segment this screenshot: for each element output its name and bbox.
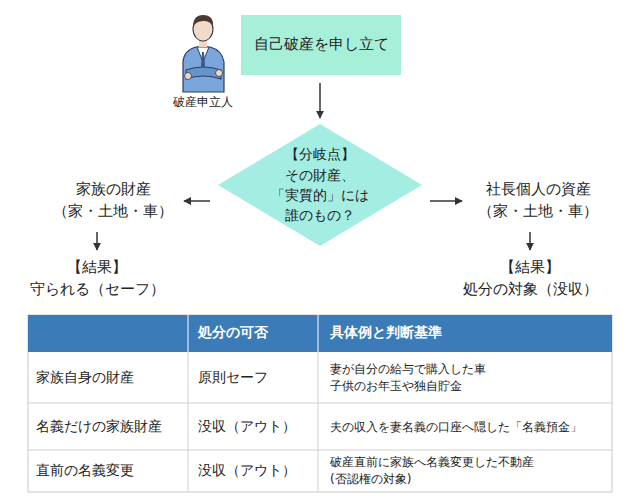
branch-text: 社長個人の資産（家・土地・車）: [468, 178, 608, 224]
node-text: 【結果】: [22, 257, 172, 279]
diamond-outline: [218, 124, 422, 246]
arrow-connector: [319, 83, 321, 118]
table-cell: 妻が自分の給与で購入した車 子供のお年玉や独自貯金: [330, 361, 530, 395]
suit-body: [183, 47, 224, 92]
table-grid: [28, 315, 612, 492]
diamond-shape: [218, 124, 422, 246]
arrow-connector: [529, 232, 531, 250]
column-line: [318, 352, 319, 492]
table-cell: 直前の名義変更: [36, 461, 186, 481]
node-text: 自己破産を申し立て: [242, 34, 400, 56]
row-line: [28, 403, 612, 404]
table-cell: 原則セーフ: [198, 368, 313, 388]
process-box: 自己破産を申し立て: [241, 15, 401, 75]
arrow-connector: [430, 200, 462, 202]
arrow-connector: [184, 200, 210, 202]
node-text: 処分の対象（没収）: [455, 279, 605, 301]
node-text: （家・土地・車）: [48, 201, 178, 223]
header-divider: [318, 315, 319, 352]
row-line: [28, 450, 612, 451]
table-cell: 家族自身の財産: [36, 368, 186, 388]
arrow-connector: [96, 232, 98, 250]
node-text: （家・土地・車）: [468, 201, 608, 223]
decision-diamond: 【分岐点】 その財産、 「実質的」には 誰のもの？: [218, 124, 422, 246]
table-cell: 破産直前に家族へ名義変更した不動産 (否認権の対象): [330, 454, 570, 488]
header-divider: [188, 315, 189, 352]
table-header-band: [28, 315, 612, 352]
table-cell: 夫の収入を妻名義の口座へ隠した「名義預金」: [330, 419, 610, 436]
person-illustration: [183, 15, 224, 92]
branch-text: 家族の財産（家・土地・車）: [48, 178, 178, 224]
node-text: 社長個人の資産: [468, 179, 608, 201]
node-text: 【分岐点】 その財産、 「実質的」には 誰のもの？: [255, 144, 385, 225]
result-text: 【結果】処分の対象（没収）: [455, 256, 605, 302]
table-header-cell: 処分の可否: [198, 323, 313, 343]
column-line: [188, 352, 189, 492]
node-text: 【結果】: [455, 257, 605, 279]
result-text: 【結果】守られる（セーフ）: [22, 256, 172, 302]
table-cell: 没収（アウト）: [198, 461, 313, 481]
table-frame: [28, 315, 612, 492]
node-text: 守られる（セーフ）: [22, 279, 172, 301]
person-caption: 破産申立人: [163, 94, 243, 111]
hand: [216, 70, 223, 77]
hand: [185, 73, 192, 80]
node-text: 家族の財産: [48, 179, 178, 201]
table-cell: 没収（アウト）: [198, 417, 313, 437]
table-header-cell: 具体例と判断基準: [330, 323, 600, 343]
table-cell: 名義だけの家族財産: [36, 417, 186, 437]
hair: [193, 15, 213, 27]
